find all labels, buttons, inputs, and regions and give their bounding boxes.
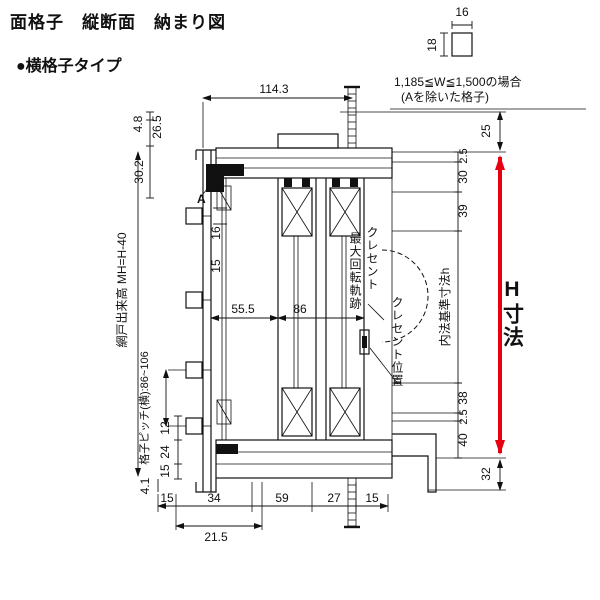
detail-note-1: 1,185≦W≦1,500の場合 bbox=[394, 74, 522, 89]
dim-38: 38 bbox=[456, 391, 470, 405]
right-extension-lines bbox=[340, 111, 506, 491]
page-subtitle: ●横格子タイプ bbox=[16, 58, 122, 75]
dim-4-8: 4.8 bbox=[131, 115, 145, 132]
lattice-bar-detail: 16 18 1,185≦W≦1,500の場合 (Aを除いた格子) bbox=[390, 5, 586, 110]
dim-24: 24 bbox=[158, 445, 172, 459]
label-inner-dimension: 内法基準寸法h bbox=[437, 268, 452, 347]
left-dim-chain-top: 4.8 26.5 30.2 bbox=[131, 111, 164, 199]
dim-bottom-15-left: 15 bbox=[160, 491, 174, 505]
mount-bracket bbox=[206, 164, 244, 192]
dim-86: 86 bbox=[293, 302, 307, 316]
detail-dim-16: 16 bbox=[455, 5, 469, 19]
lattice-dims: 16 15 bbox=[209, 207, 227, 273]
dim-bottom-34: 34 bbox=[207, 491, 221, 505]
label-lattice-pitch: 格子ピッチ(横):86~106 bbox=[137, 351, 151, 464]
top-screw bbox=[344, 85, 360, 149]
label-screen-height: 網戸出来高 MH=H-40 bbox=[114, 232, 129, 347]
lattice-bar bbox=[185, 417, 203, 435]
dim-top-width: 114.3 bbox=[259, 82, 288, 96]
screen-height-dim: 網戸出来高 MH=H-40 bbox=[114, 151, 141, 477]
detail-dim-18: 18 bbox=[425, 38, 439, 52]
dim-4-1: 4.1 bbox=[138, 477, 152, 494]
right-dim-chain: 2.5 30 39 内法基準寸法h 38 2.5 40 bbox=[437, 148, 470, 459]
left-dim-chain-bottom: 12 24 15 4.1 bbox=[138, 415, 182, 494]
crescent-trajectory-arc bbox=[381, 249, 429, 343]
label-crescent-trajectory-1: クレセント bbox=[365, 226, 379, 291]
crescent-labels: クレセント 最大回転軌跡 クレセント位置 bbox=[348, 226, 404, 387]
top-dimension: 114.3 bbox=[202, 82, 353, 148]
dim-bottom-15-right: 15 bbox=[365, 491, 379, 505]
outer-sash bbox=[277, 178, 317, 440]
detail-note-2: (Aを除いた格子) bbox=[401, 89, 489, 104]
dim-55-5: 55.5 bbox=[231, 302, 255, 316]
dim-lattice-15: 15 bbox=[209, 259, 223, 273]
screen-door bbox=[216, 178, 232, 440]
inner-sash bbox=[325, 178, 365, 440]
page-title: 面格子 縦断面 納まり図 bbox=[10, 13, 226, 32]
dim-lattice-16: 16 bbox=[209, 226, 223, 240]
dim-bottom-59: 59 bbox=[275, 491, 289, 505]
frame-sill bbox=[203, 433, 437, 493]
label-crescent-trajectory-2: 最大回転軌跡 bbox=[348, 232, 362, 310]
dim-40: 40 bbox=[456, 433, 470, 447]
dim-32: 32 bbox=[479, 467, 493, 481]
label-h-dimension: H寸法 bbox=[501, 278, 525, 349]
lattice-bar bbox=[185, 207, 203, 225]
dim-2-5-bottom: 2.5 bbox=[458, 409, 470, 424]
lattice-bar bbox=[185, 291, 203, 309]
crescent-lock bbox=[359, 249, 429, 355]
frame-head bbox=[195, 133, 393, 192]
lattice-assembly bbox=[185, 150, 212, 493]
dim-30-2: 30.2 bbox=[132, 160, 146, 184]
pitch-dim: 格子ピッチ(横):86~106 bbox=[137, 351, 186, 465]
label-crescent-position: クレセント位置 bbox=[390, 296, 404, 387]
label-a-marker: A bbox=[197, 192, 206, 206]
lattice-bar bbox=[185, 361, 203, 379]
bottom-dim-chain: 15 34 59 27 15 21.5 bbox=[157, 482, 389, 544]
dim-39: 39 bbox=[456, 204, 470, 218]
dim-15-sill: 15 bbox=[158, 464, 172, 478]
h-dimension: 25 32 H寸法 bbox=[479, 111, 525, 491]
dim-30: 30 bbox=[456, 170, 470, 184]
crescent-handle bbox=[359, 329, 370, 355]
dim-2-5-top: 2.5 bbox=[458, 148, 470, 163]
dim-12: 12 bbox=[158, 421, 172, 435]
dim-bottom-21-5: 21.5 bbox=[204, 530, 228, 544]
bottom-screw bbox=[344, 477, 360, 529]
dim-25: 25 bbox=[479, 124, 493, 138]
dim-26-5: 26.5 bbox=[150, 115, 164, 139]
dim-bottom-27: 27 bbox=[327, 491, 341, 505]
mid-dims: 55.5 86 bbox=[210, 302, 365, 321]
